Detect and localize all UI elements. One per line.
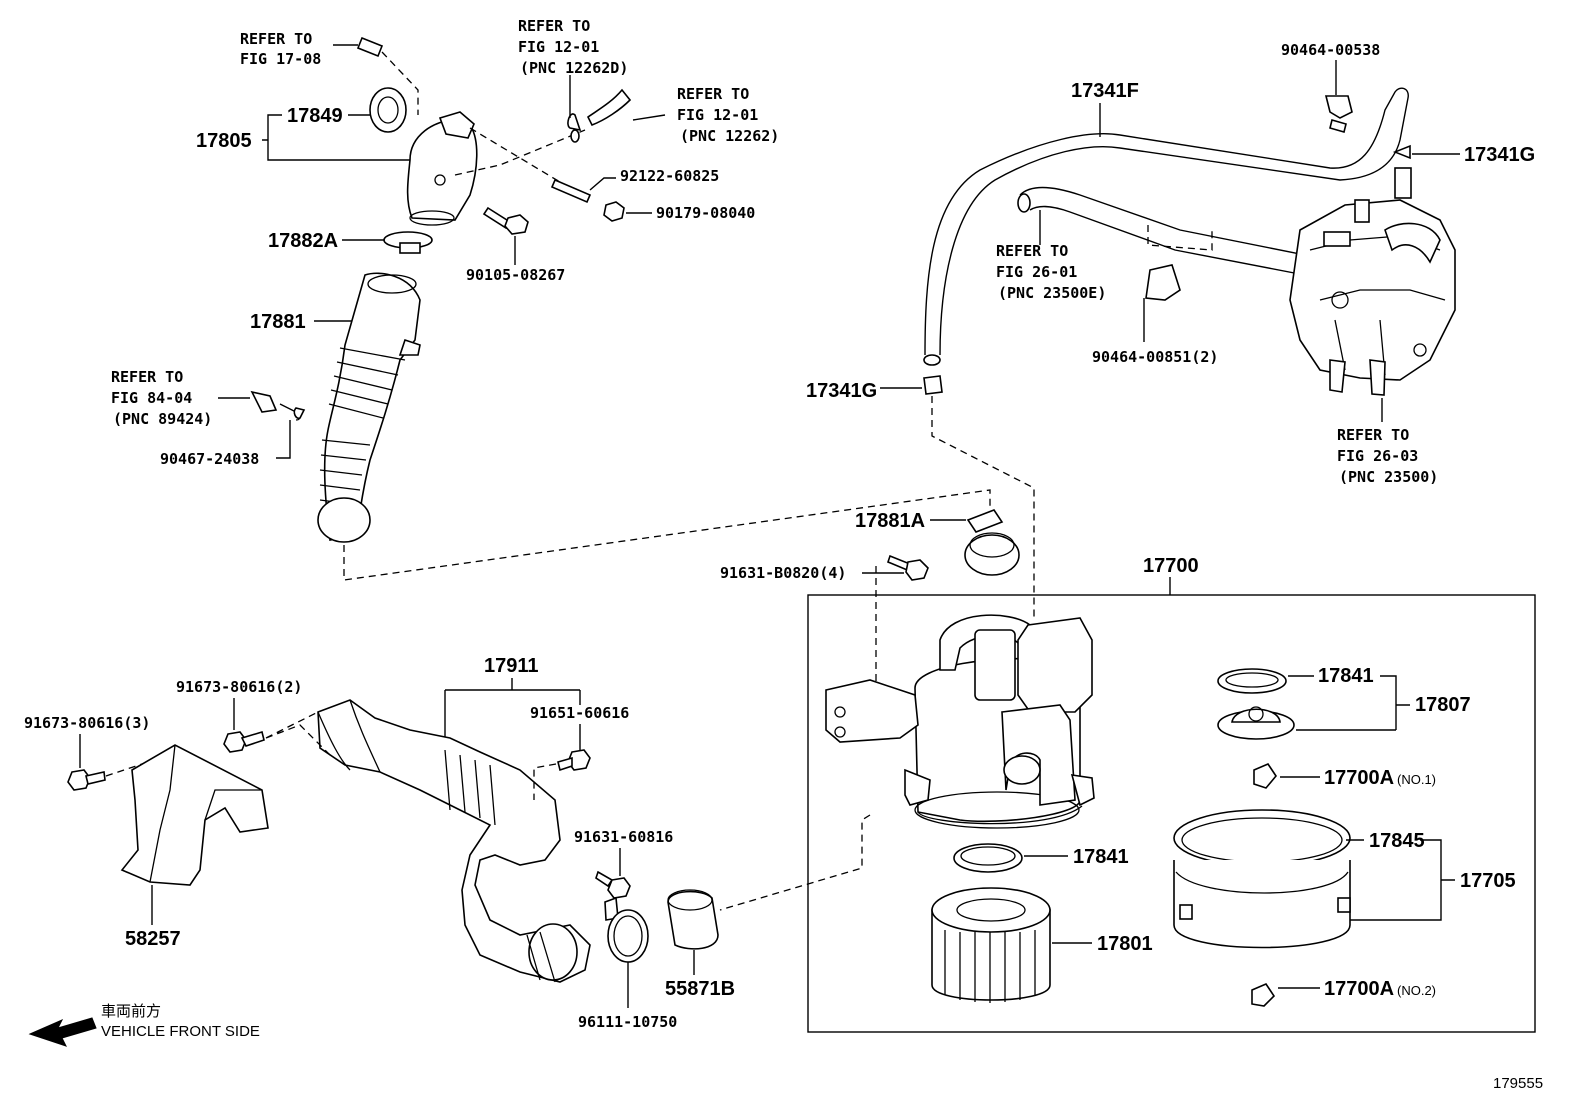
label-91631-60816: 91631-60816: [574, 828, 673, 846]
label-17700a-no2: 17700A: [1324, 978, 1394, 1000]
label-17341g-top: 17341G: [1464, 144, 1535, 166]
label-90464-00538: 90464-00538: [1281, 41, 1380, 59]
bolt-91673-2: [223, 731, 247, 753]
label-17700a-no2-suffix: (NO.2): [1397, 983, 1436, 998]
svg-text:(PNC 23500): (PNC 23500): [1339, 468, 1438, 486]
label-90464-00851: 90464-00851(2): [1092, 348, 1218, 366]
svg-text:FIG 84-04: FIG 84-04: [111, 389, 192, 407]
svg-text:FIG 12-01: FIG 12-01: [518, 38, 599, 56]
label-17845: 17845: [1369, 830, 1425, 852]
label-17849: 17849: [287, 105, 343, 127]
svg-text:REFER TO: REFER TO: [1337, 426, 1409, 444]
svg-text:FIG 12-01: FIG 12-01: [677, 106, 758, 124]
label-91673-80616-3: 91673-80616(3): [24, 714, 150, 732]
deflector-58257: [120, 744, 269, 886]
svg-text:REFER TO: REFER TO: [111, 368, 183, 386]
svg-text:FIG 17-08: FIG 17-08: [240, 50, 321, 68]
sensor: [250, 390, 278, 413]
svg-text:REFER TO: REFER TO: [996, 242, 1068, 260]
label-17841-upper: 17841: [1318, 665, 1374, 687]
ref-fig-17-08: REFER TO FIG 17-08: [240, 30, 321, 68]
ref-fig-12-01-a: REFER TO FIG 12-01 (PNC 12262D): [518, 17, 628, 77]
arrow-left-icon: [28, 1017, 97, 1047]
assembly-box-17700: [807, 594, 1536, 1033]
diagram-id: 179555: [1493, 1075, 1543, 1092]
gasket-17841-lower: [953, 843, 1023, 873]
ref-fig-26-03: REFER TO FIG 26-03 (PNC 23500): [1337, 426, 1438, 486]
ref-fig-26-01: REFER TO FIG 26-01 (PNC 23500E): [996, 242, 1106, 302]
label-17911: 17911: [484, 655, 539, 677]
label-17700a-no1-suffix: (NO.1): [1397, 772, 1436, 787]
air-cleaner-body: [825, 614, 1095, 829]
label-17882a: 17882A: [268, 230, 338, 252]
filter-element-17801: [931, 887, 1051, 1003]
clip-17700a-no2: [1251, 983, 1276, 1007]
ring-17849: [369, 87, 407, 133]
air-duct-17911: [317, 699, 591, 983]
label-17801: 17801: [1097, 933, 1153, 955]
sleeve-55871b: [667, 890, 719, 950]
bolt-91631-b0820: [905, 559, 929, 581]
intake-neck: [406, 119, 478, 221]
cover-17705: [1173, 809, 1351, 949]
front-label-en: VEHICLE FRONT SIDE: [101, 1023, 260, 1040]
front-label-jp: 車両前方: [101, 1003, 161, 1020]
label-91651-60616: 91651-60616: [530, 704, 629, 722]
label-17881: 17881: [250, 311, 306, 333]
label-58257: 58257: [125, 928, 181, 950]
label-92122: 92122-60825: [620, 167, 719, 185]
svg-text:FIG 26-03: FIG 26-03: [1337, 447, 1418, 465]
nut-90179: [603, 201, 625, 222]
bolt-91631-60816: [607, 877, 631, 899]
svg-text:REFER TO: REFER TO: [677, 85, 749, 103]
label-17805: 17805: [196, 130, 252, 152]
bolt-90105: [504, 214, 529, 235]
ref-fig-84-04: REFER TO FIG 84-04 (PNC 89424): [111, 368, 212, 428]
clamp-17881a: [964, 534, 1020, 576]
svg-text:FIG 26-01: FIG 26-01: [996, 263, 1077, 281]
cap-17807: [1217, 706, 1295, 740]
bolt-91673-3: [67, 769, 91, 791]
label-17807: 17807: [1415, 694, 1471, 716]
label-96111-10750: 96111-10750: [578, 1013, 677, 1031]
label-17881a: 17881A: [855, 510, 925, 532]
label-90467: 90467-24038: [160, 450, 259, 468]
ref-fig-12-01-b: REFER TO FIG 12-01 (PNC 12262): [677, 85, 779, 145]
clip-90464-00538: [1324, 95, 1353, 119]
label-17700a-no1: 17700A: [1324, 767, 1394, 789]
clip-90464-00851: [1145, 264, 1181, 301]
svg-text:REFER TO: REFER TO: [518, 17, 590, 35]
label-55871b: 55871B: [665, 978, 735, 1000]
hose-stub: [356, 36, 384, 58]
svg-text:REFER TO: REFER TO: [240, 30, 312, 48]
svg-text:(PNC 89424): (PNC 89424): [113, 410, 212, 428]
fuel-pump: [1289, 167, 1456, 396]
label-17341f: 17341F: [1071, 80, 1139, 102]
clip-17700a-no1: [1253, 763, 1277, 789]
label-17841-lower: 17841: [1073, 846, 1129, 868]
label-17700: 17700: [1143, 555, 1199, 577]
label-17705: 17705: [1460, 870, 1516, 892]
label-90105: 90105-08267: [466, 266, 565, 284]
label-90179: 90179-08040: [656, 204, 755, 222]
svg-text:(PNC 12262): (PNC 12262): [680, 127, 779, 145]
vehicle-front-indicator: 車両前方 VEHICLE FRONT SIDE: [28, 1003, 260, 1047]
stud-92122: [550, 178, 592, 204]
label-91673-80616-2: 91673-80616(2): [176, 678, 302, 696]
label-17341g-bottom: 17341G: [806, 380, 877, 402]
svg-text:(PNC 23500E): (PNC 23500E): [998, 284, 1106, 302]
label-91631-b0820: 91631-B0820(4): [720, 564, 846, 582]
svg-text:(PNC 12262D): (PNC 12262D): [520, 59, 628, 77]
